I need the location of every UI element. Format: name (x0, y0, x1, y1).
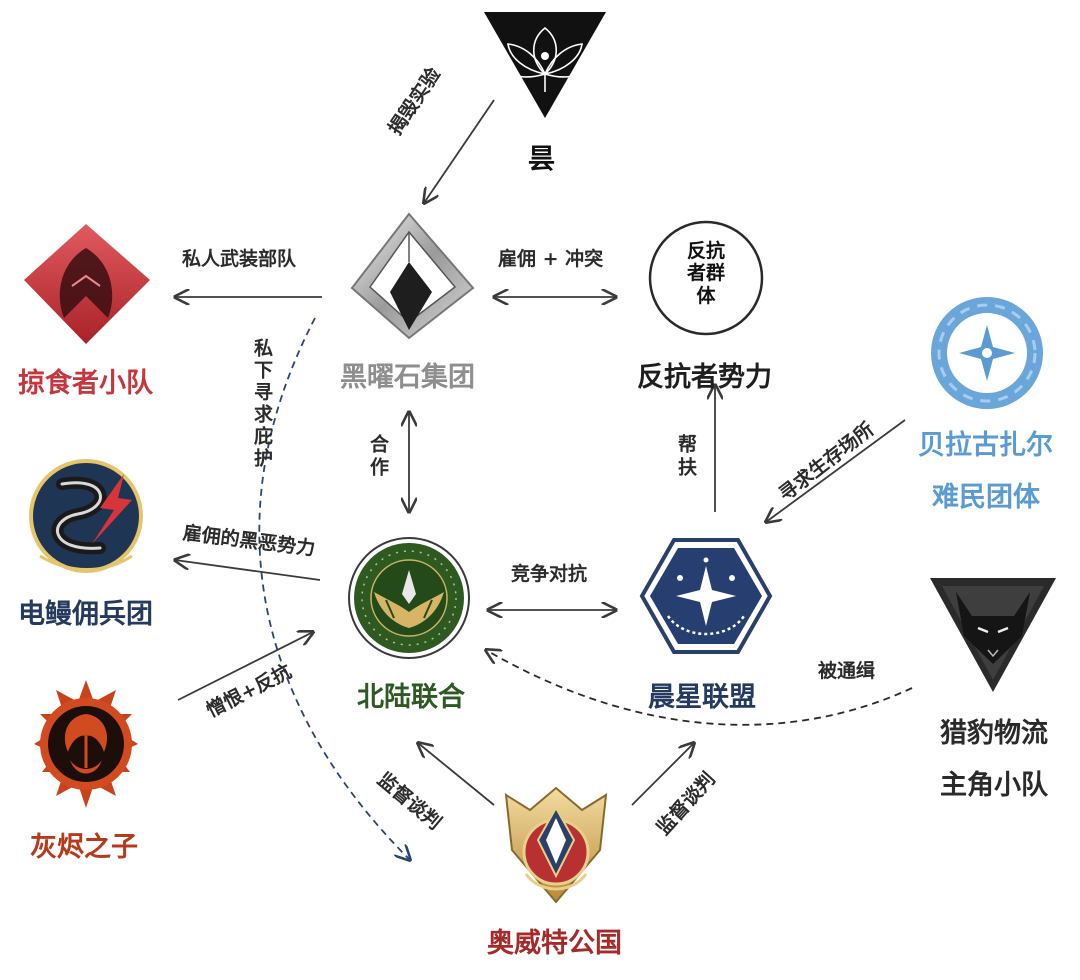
node-label-dawn: 晨星联盟 (648, 682, 756, 713)
node-label-hunter-line-2: 主角小队 (940, 770, 1048, 801)
edge-hunter-north-dashed (486, 650, 913, 726)
eel-patch-icon (29, 459, 143, 573)
edge-secret-shelter-dashed (258, 317, 410, 860)
north-eagle-icon (348, 537, 470, 659)
node-label-predator: 掠食者小队 (18, 368, 153, 399)
edge-ovt-dawn (631, 743, 694, 806)
dawn-star-icon (639, 538, 773, 654)
rebel-icon-line-2: 者群 (686, 262, 725, 285)
edge-cinder-north (177, 632, 313, 701)
node-label-yun: 昙 (528, 144, 555, 175)
rebel-icon-line-1: 反抗 (686, 240, 725, 262)
edge-label-obsidian-rebel: 雇佣 + 冲突 (498, 248, 604, 270)
node-label-eel: 电鳗佣兵团 (18, 599, 153, 630)
edge-lines (175, 99, 906, 806)
phoenix-sun-icon (34, 680, 138, 808)
edge-bella-dawn (766, 419, 906, 522)
node-label-bella-line-2: 难民团体 (932, 482, 1040, 513)
edge-label-dawn-rebel: 帮扶 (675, 434, 697, 480)
edge-label-obsidian-predator: 私人武装部队 (182, 248, 297, 270)
node-label-obsidian: 黑曜石集团 (340, 362, 475, 393)
predator-diamond-icon (24, 224, 150, 344)
edge-label-north-dawn: 竞争对抗 (511, 563, 588, 585)
ovt-crest-icon (504, 786, 608, 904)
edge-label-obsidian-north: 合作 (367, 434, 389, 480)
edge-yun-obsidian (424, 99, 495, 203)
node-label-ovt: 奥威特公国 (487, 928, 622, 959)
node-label-north: 北陆联合 (357, 682, 465, 713)
rebel-circle-icon (648, 220, 764, 336)
node-label-bella-line-1: 贝拉古扎尔 (918, 430, 1053, 461)
edge-label-hunter-north: 被通缉 (818, 660, 876, 682)
edge-label-secret-shelter: 私下寻求庇护 (251, 338, 273, 470)
node-label-hunter-line-1: 猎豹物流 (940, 718, 1048, 749)
lotus-triangle-icon (484, 12, 606, 118)
edge-ovt-north (418, 743, 495, 806)
cheetah-triangle-icon (930, 578, 1056, 692)
bella-ring-icon (931, 297, 1043, 409)
edge-north-eel (175, 560, 321, 581)
node-label-cinder: 灰烬之子 (30, 832, 138, 863)
obsidian-crystal-icon (350, 212, 475, 340)
rebel-icon-line-3: 体 (696, 284, 716, 307)
node-label-rebel: 反抗者势力 (637, 362, 772, 393)
node-label-rebel-icon-text: 反抗 者群 体 (650, 240, 762, 307)
